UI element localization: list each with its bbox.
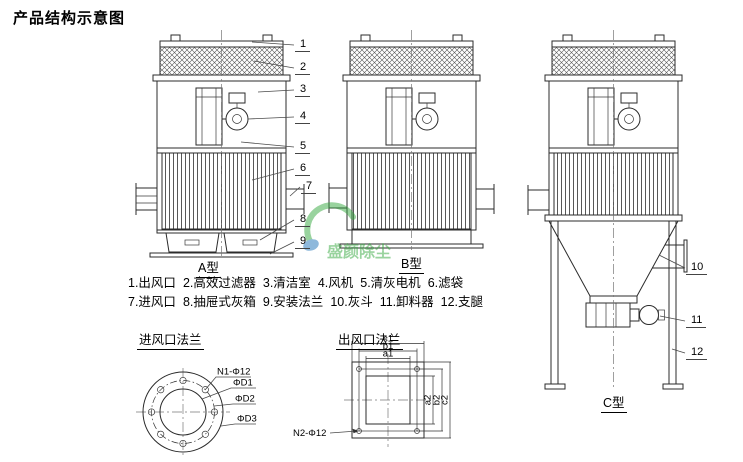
model-b-label: B型 (399, 253, 424, 274)
legend-item-12: 12.支腿 (440, 295, 484, 309)
legend-item-5: 5.清灰电机 (360, 276, 421, 290)
page-title: 产品结构示意图 (13, 10, 126, 27)
callout-1: 1 (295, 38, 311, 52)
outlet-duct-b (475, 188, 495, 210)
callout-5: 5 (295, 140, 311, 154)
legend-item-3: 3.清洁室 (262, 276, 311, 290)
callout-4: 4 (295, 110, 311, 124)
support-foot-left (544, 383, 566, 390)
inlet-d2-label: ΦD2 (235, 394, 255, 405)
legend-item-7: 7.进风口 (128, 295, 176, 309)
support-foot-right (662, 383, 684, 390)
outlet-flange-title: 出风口法兰 (336, 329, 403, 350)
outlet-dim-a1: a1 (383, 349, 394, 360)
watermark-logo: 盛颜除尘 (303, 202, 391, 261)
discharge-unit (585, 302, 631, 328)
legend-line-2: 7.进风口 8.抽屉式灰箱 9.安装法兰 10.灰斗 11.卸料器 12.支腿 (128, 291, 483, 310)
inlet-duct-c (527, 189, 550, 211)
machine-b-drawing (328, 30, 495, 250)
callout-9: 9 (295, 235, 311, 249)
outlet-dim-b1: b1 (383, 341, 394, 352)
outlet-hole-label: N2-Φ12 (293, 428, 326, 439)
callout-6: 6 (295, 162, 311, 176)
callout-10: 10 (686, 261, 708, 275)
legend-item-10: 10.灰斗 (330, 295, 373, 309)
inlet-d3-label: ΦD3 (237, 414, 257, 425)
callout-8: 8 (295, 213, 311, 227)
outlet-dim-a2: a2 (423, 395, 434, 406)
outlet-flange-drawing: c1 b1 a1 a2 b2 c2 N2-Φ12 (293, 334, 451, 447)
model-c-label: C型 (601, 392, 627, 413)
watermark-text: 盛颜除尘 (327, 242, 391, 261)
legend-item-6: 6.滤袋 (427, 276, 464, 290)
legend-line-1: 1.出风口 2.高效过滤器 3.清洁室 4.风机 5.清灰电机 6.滤袋 (128, 272, 463, 291)
callout-leader-lines (240, 41, 686, 354)
legend-item-9: 9.安装法兰 (262, 295, 324, 309)
machine-a-drawing (135, 30, 305, 258)
outlet-dim-c2: c2 (440, 395, 451, 405)
model-a-label: A型 (196, 257, 221, 278)
callout-12: 12 (686, 346, 708, 360)
legend-item-8: 8.抽屉式灰箱 (182, 295, 256, 309)
ash-drawer-left (165, 232, 220, 253)
hopper-flange (683, 239, 688, 273)
inlet-flange-title: 进风口法兰 (137, 329, 204, 350)
legend-item-11: 11.卸料器 (379, 295, 434, 309)
inlet-duct-a (135, 187, 158, 211)
outlet-dim-b2: b2 (432, 395, 443, 406)
legend-item-2: 2.高效过滤器 (182, 276, 256, 290)
inlet-flange-drawing: N1-Φ12 ΦD1 ΦD2 ΦD3 (136, 367, 257, 457)
legend-item-1: 1.出风口 (128, 276, 176, 290)
ash-drawer-right (223, 232, 278, 253)
callout-2: 2 (295, 61, 311, 75)
discharge-motor (639, 305, 659, 325)
legend-item-4: 4.风机 (317, 276, 354, 290)
callout-11: 11 (686, 314, 707, 328)
watermark-swoosh-icon (304, 202, 356, 246)
inlet-hole-label: N1-Φ12 (217, 367, 250, 378)
outlet-dim-c1: c1 (383, 334, 393, 345)
machine-c-drawing (527, 30, 688, 390)
callout-3: 3 (295, 83, 311, 97)
callout-7: 7 (301, 180, 317, 194)
inlet-d1-label: ΦD1 (233, 378, 253, 389)
